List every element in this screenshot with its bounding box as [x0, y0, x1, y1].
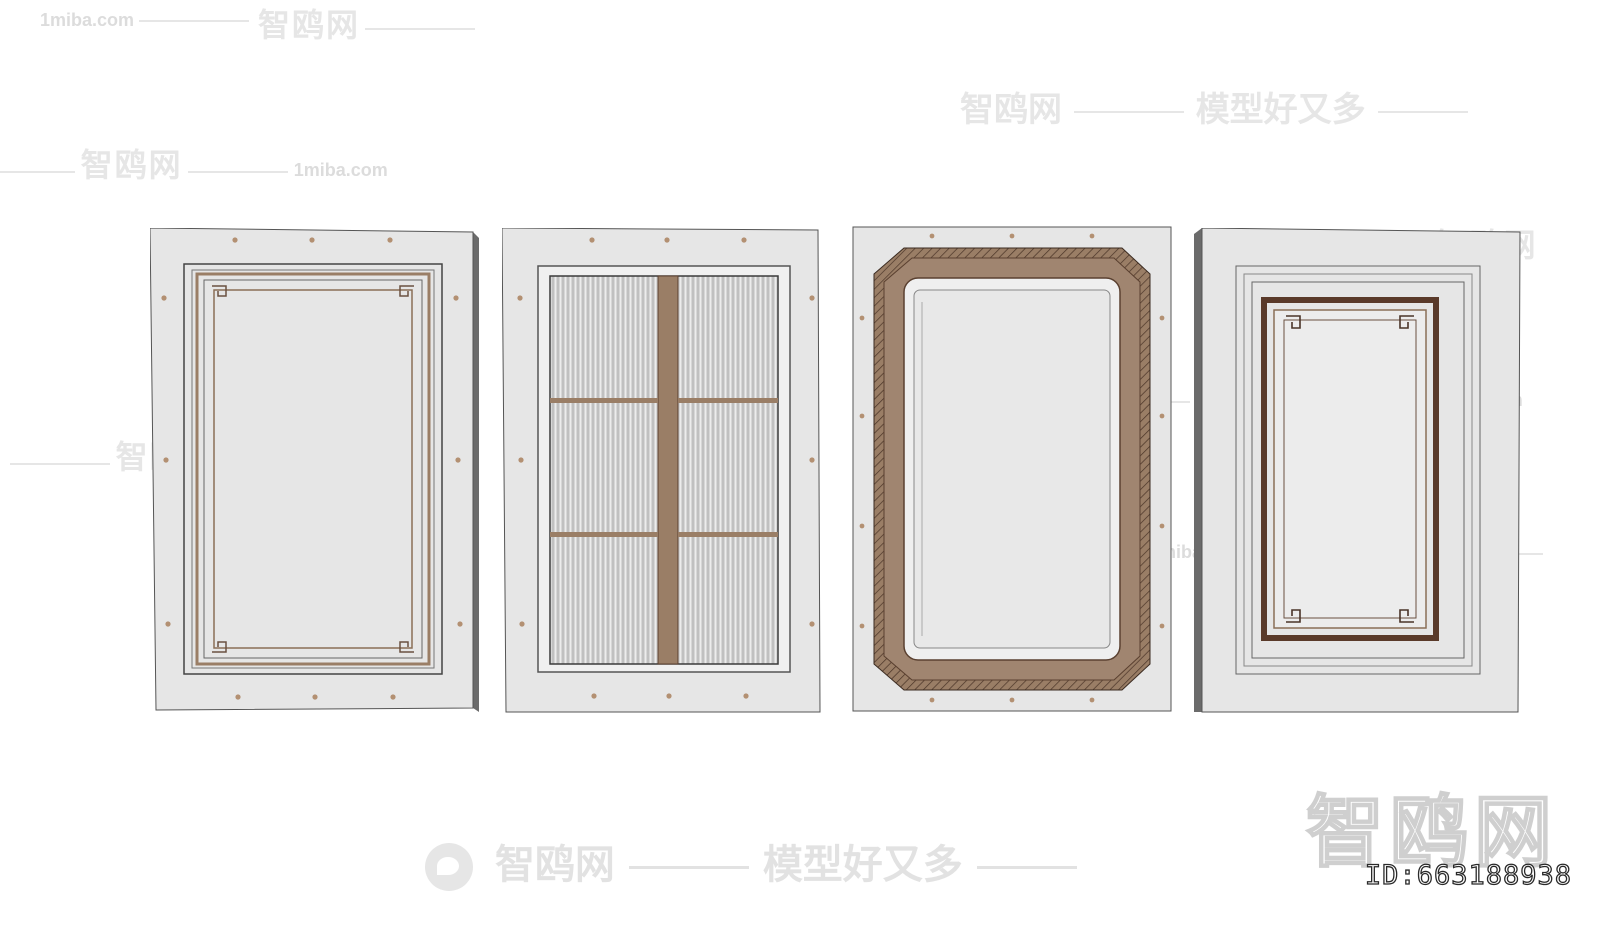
watermark-brand-large: 智鸥网: [1305, 787, 1558, 879]
watermark-site-en: 1miba.com: [40, 10, 250, 31]
watermark-bottom: 智鸥网 模型好又多: [425, 832, 1077, 891]
door-panel-4: [1194, 228, 1524, 718]
door-panel-1: [150, 228, 482, 718]
watermark-left-2: 智鸥网 1miba.com: [0, 140, 388, 186]
watermark-top-right: 智鸥网 模型好又多: [960, 82, 1468, 131]
door-panel-2: [502, 228, 824, 718]
watermark-dashes: [365, 18, 475, 37]
model-id-label: ID:663188938: [1364, 859, 1572, 891]
watermark-site-cn: 智鸥网: [258, 6, 361, 44]
brand-logo-icon: [425, 843, 473, 891]
door-panel-3: [852, 226, 1174, 718]
